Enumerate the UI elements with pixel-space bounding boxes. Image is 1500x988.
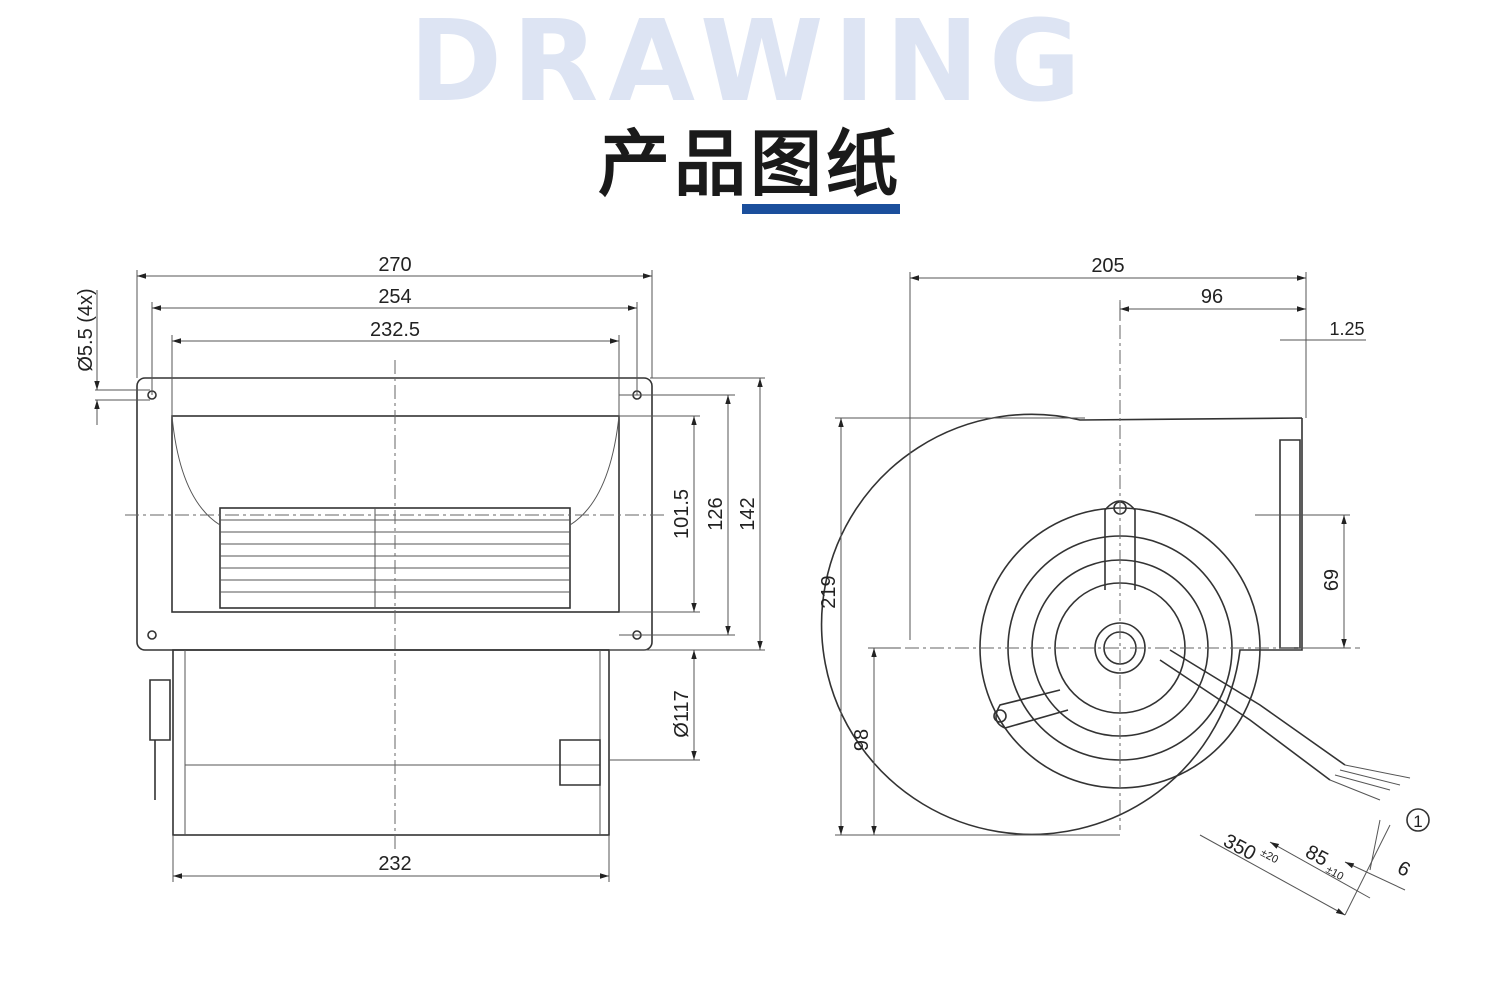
dim-wire-strip: 6 [1394, 857, 1414, 882]
dim-height: 219 [818, 575, 840, 608]
dim-hub-offset: 96 [1201, 286, 1223, 308]
dim-housing-width: 232 [378, 853, 411, 875]
dim-inner-height: 126 [705, 497, 727, 530]
title-underline [742, 204, 900, 214]
watermark-text: DRAWING [409, 0, 1091, 127]
front-view: 270 254 232.5 232 Ø5.5 (4x) 101.5 126 14… [75, 254, 765, 882]
side-view: 1 205 96 1.25 219 98 69 350 ±20 85 [818, 255, 1430, 916]
dim-outlet-offset: 69 [1321, 569, 1343, 591]
page-title: 产品图纸 [597, 122, 902, 206]
dim-flange-height: 142 [737, 497, 759, 530]
dim-outlet-width: 232.5 [370, 319, 420, 341]
dim-outlet-height: 101.5 [671, 489, 693, 539]
dim-strip-length-tol: ±10 [1324, 864, 1346, 883]
dim-hole-spacing: 254 [378, 286, 411, 308]
callout-1: 1 [1413, 812, 1422, 831]
dim-flange-thickness: 1.25 [1329, 319, 1364, 339]
dim-depth: 205 [1091, 255, 1124, 277]
dim-hole-dia: Ø5.5 (4x) [75, 288, 97, 371]
dim-cable-length: 350 [1220, 830, 1260, 865]
dim-motor-dia: Ø117 [671, 690, 693, 737]
dim-overall-width: 270 [378, 254, 411, 276]
dim-cable-length-tol: ±20 [1258, 847, 1280, 866]
dim-axis-height: 98 [851, 729, 873, 751]
